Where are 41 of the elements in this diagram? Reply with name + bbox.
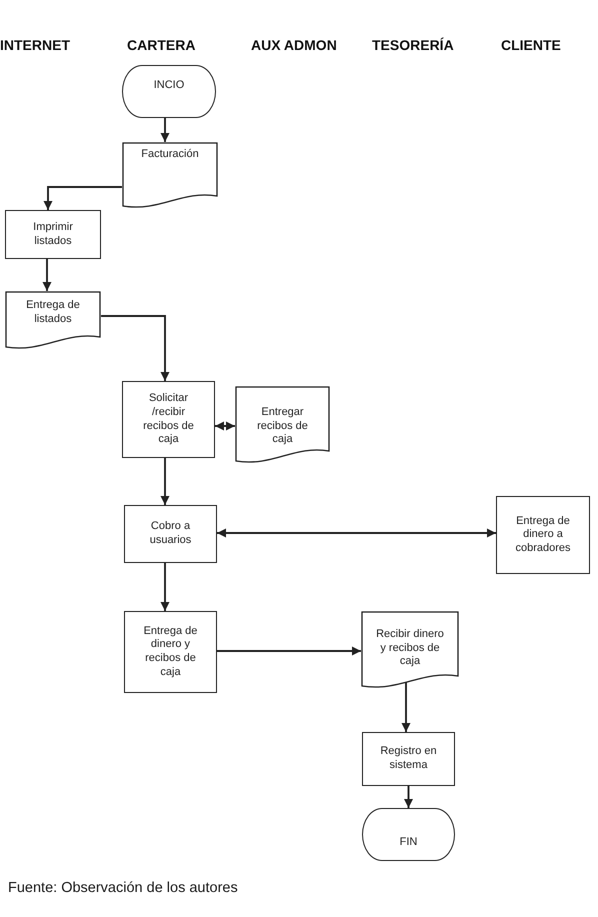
arrow — [42, 259, 52, 291]
process-box — [5, 210, 101, 259]
step-label: Entregar recibos de caja — [256, 406, 309, 447]
terminator-shape — [362, 808, 455, 861]
step-label: Registro en sistema — [379, 745, 438, 773]
step-label: Entrega de dinero a cobradores — [514, 514, 572, 556]
process-box — [362, 732, 455, 786]
step-label: Facturación — [140, 148, 200, 162]
step-label: Imprimir listados — [32, 220, 74, 248]
arrow — [160, 118, 170, 142]
process-box — [122, 381, 215, 458]
arrow — [404, 786, 413, 808]
process-box — [496, 496, 590, 574]
document-shape — [235, 386, 330, 463]
process-box — [124, 611, 217, 693]
step-label: Recibir dinero y recibos de caja — [375, 628, 445, 669]
document-shape — [5, 291, 101, 349]
step-label: Entrega de listados — [25, 299, 81, 326]
lane-header: CLIENTE — [501, 37, 561, 53]
step-label: Cobro a usuarios — [148, 520, 192, 548]
step-label: FIN — [398, 836, 418, 850]
step-label: INCIO — [152, 79, 186, 93]
arrow — [217, 646, 361, 656]
double-arrow — [217, 528, 496, 538]
step-label: Solicitar /recibir recibos de caja — [142, 392, 195, 447]
lane-header: CARTERA — [127, 37, 196, 53]
arrow — [101, 315, 170, 381]
document-shape — [122, 142, 218, 208]
double-arrow — [215, 422, 235, 430]
step-label: Entrega de dinero y recibos de caja — [142, 624, 198, 680]
arrow — [160, 458, 170, 505]
lane-header: INTERNET — [0, 37, 70, 53]
arrow — [160, 563, 170, 611]
arrow — [44, 186, 122, 210]
process-box — [124, 505, 217, 563]
terminator-shape — [122, 65, 216, 118]
source-caption: Fuente: Observación de los autores — [8, 880, 238, 896]
lane-header: TESORERÍA — [372, 37, 454, 53]
document-shape — [361, 611, 459, 688]
lane-header: AUX ADMON — [251, 37, 337, 53]
arrow — [402, 682, 410, 732]
